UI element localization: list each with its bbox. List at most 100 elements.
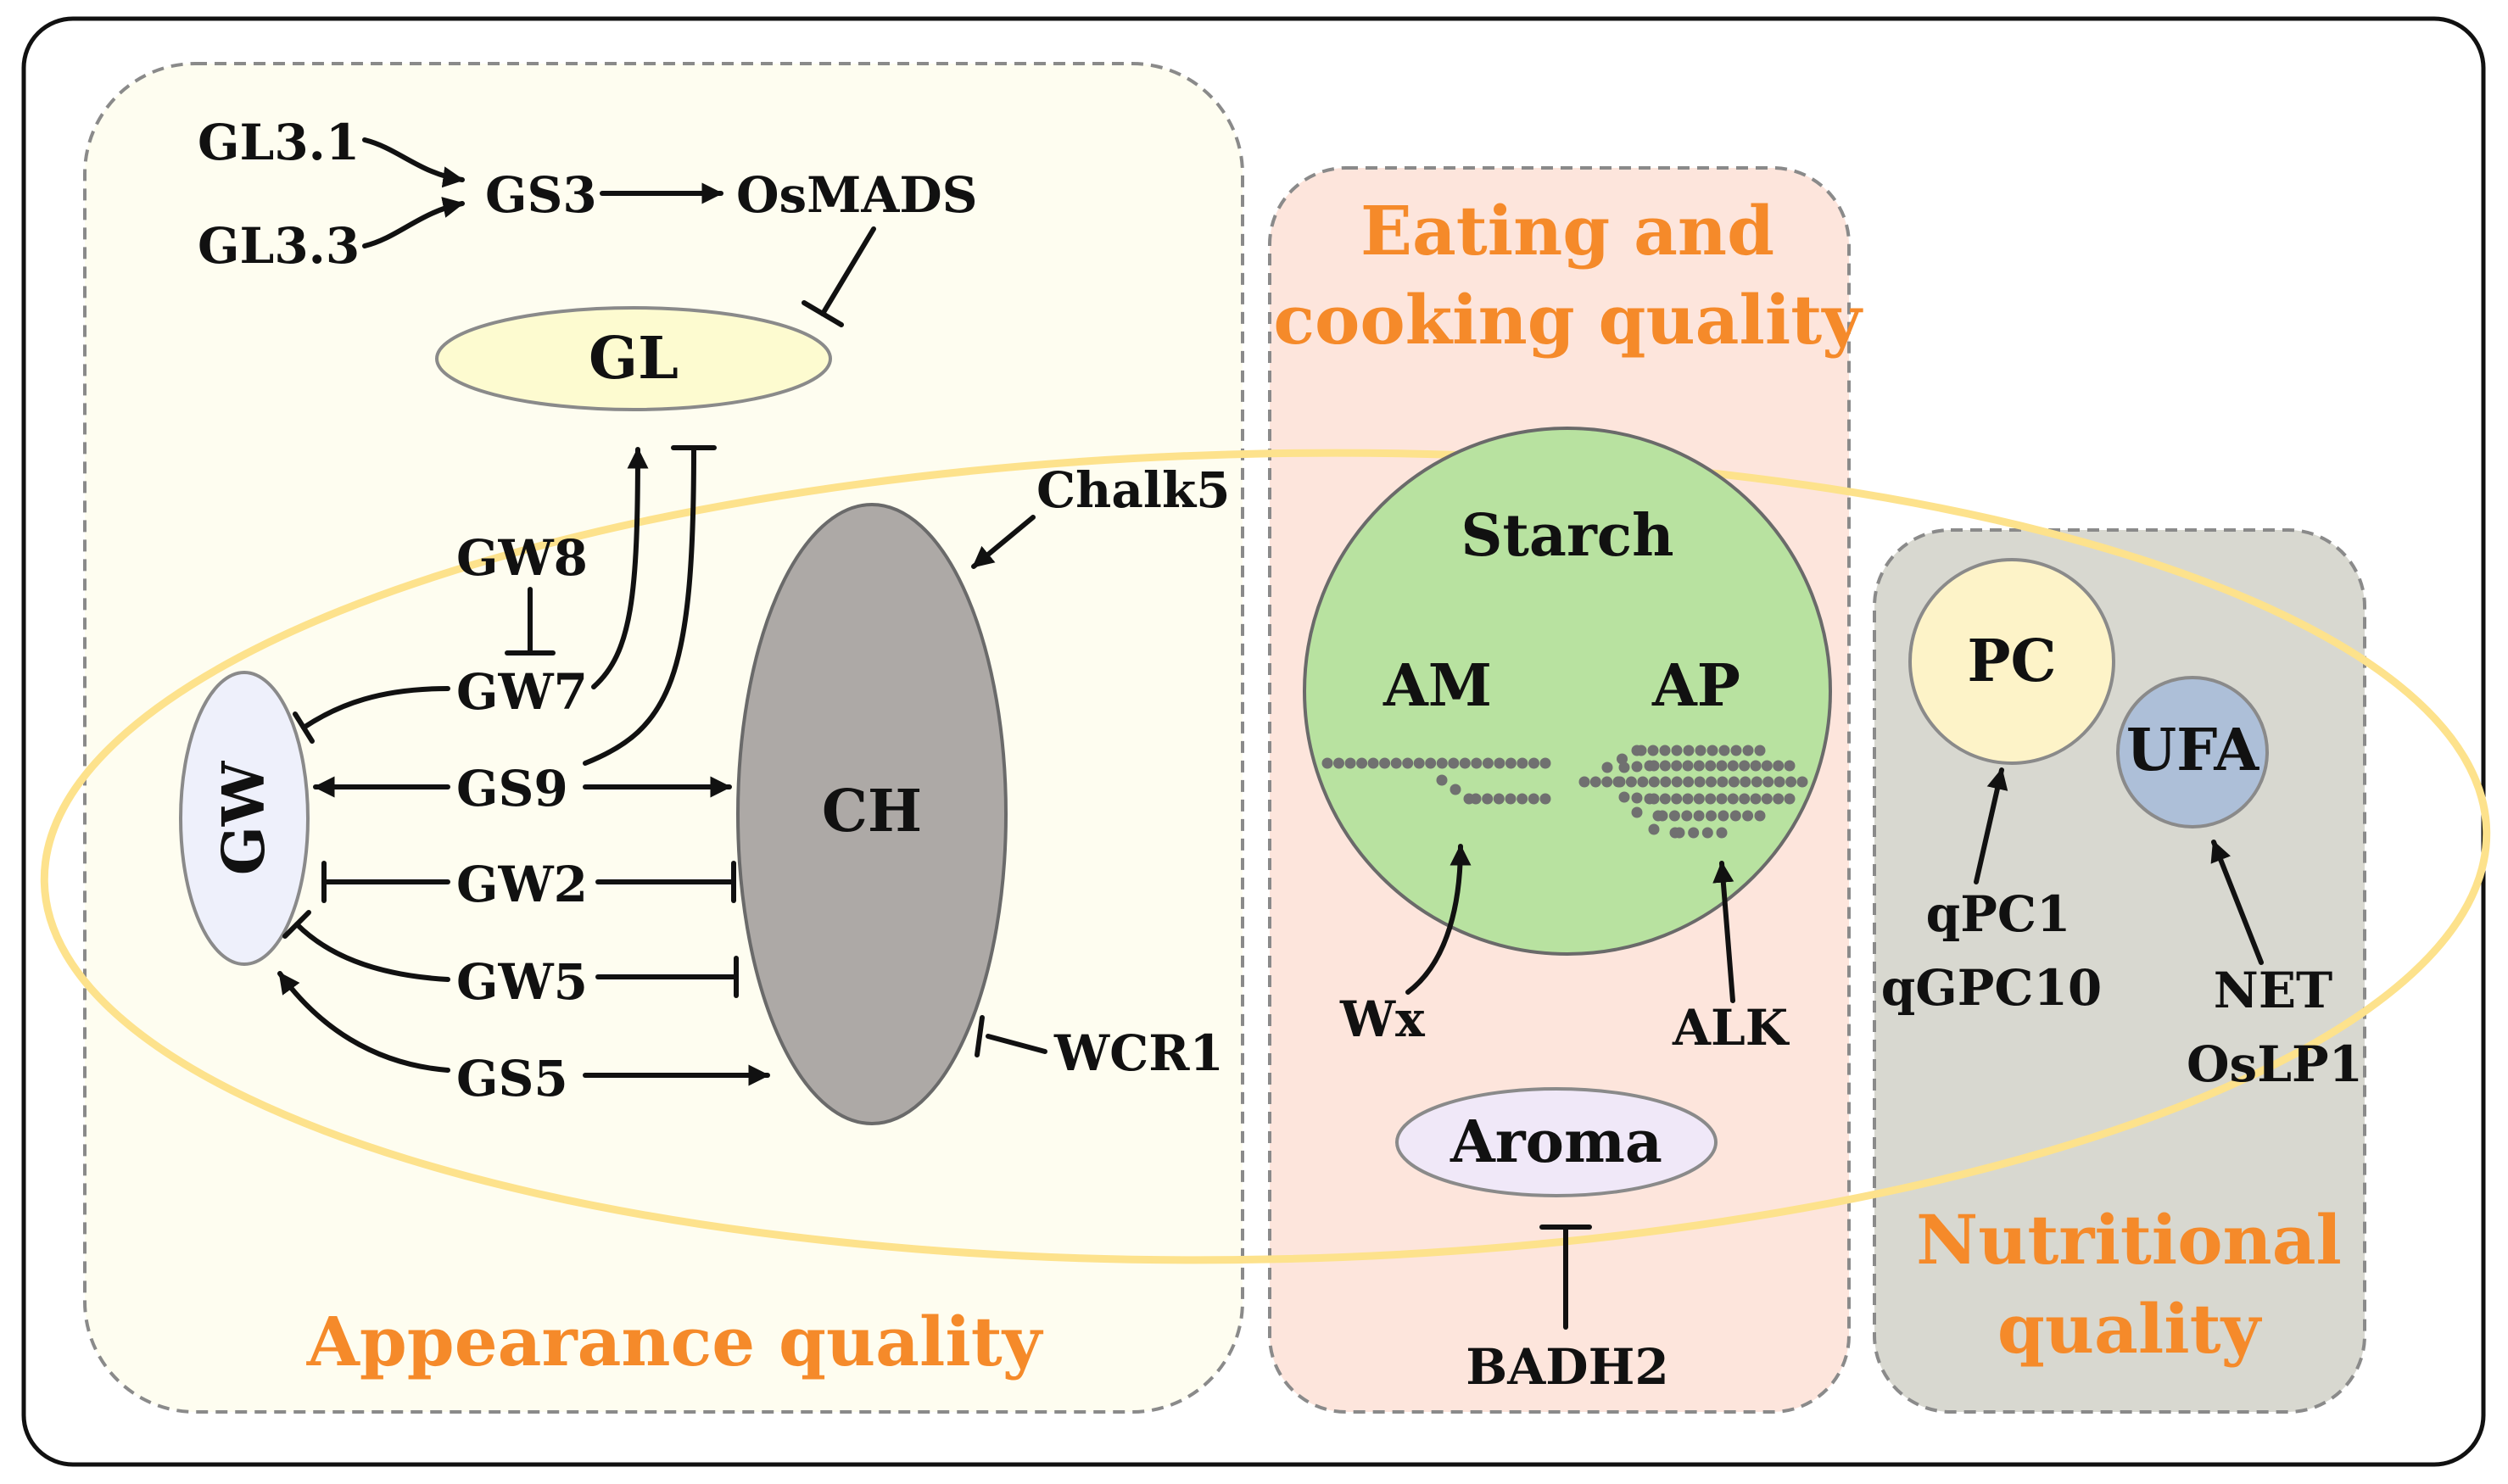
gl-node [435, 306, 832, 411]
glucose-unit [1459, 757, 1471, 769]
glucose-unit [1762, 776, 1774, 788]
amylopectin-chain [1578, 745, 1808, 839]
glucose-unit [1659, 745, 1671, 756]
gene-qgpc10: qGPC10 [1881, 959, 2103, 1017]
gene-gw5: GW5 [456, 953, 588, 1011]
glucose-unit [1693, 810, 1705, 822]
gw-node [179, 671, 310, 966]
glucose-unit [1528, 793, 1539, 805]
glucose-unit [1751, 776, 1762, 788]
glucose-unit [1754, 745, 1766, 756]
glucose-unit [1578, 776, 1590, 788]
edge-chalk5-promotes-ch [971, 515, 1036, 569]
glucose-unit [1742, 745, 1754, 756]
glucose-unit [1614, 776, 1626, 788]
glucose-unit [1682, 793, 1694, 805]
ch-node [736, 503, 1008, 1125]
glucose-unit [1706, 810, 1717, 822]
glucose-unit [1718, 810, 1729, 822]
glucose-unit [1482, 793, 1494, 805]
gene-gw8: GW8 [456, 529, 588, 587]
gene-gs5: GS5 [456, 1050, 568, 1107]
glucose-unit [1784, 793, 1796, 805]
aroma-label: Aroma [1450, 1108, 1662, 1176]
gene-gw7: GW7 [456, 663, 588, 721]
glucose-unit [1539, 793, 1551, 805]
glucose-unit [1617, 753, 1628, 765]
gene-osmads: OsMADS [736, 166, 978, 224]
glucose-unit [1716, 760, 1728, 772]
edge-alk-to-amylopectin [1712, 861, 1735, 1003]
glucose-unit [1688, 827, 1700, 839]
edge-osmads-inhibits-gl [820, 226, 876, 316]
edge-gw5-inhibits-gw-bar [282, 910, 311, 939]
glucose-unit [1631, 792, 1643, 804]
edge-wx-to-amylose [1405, 844, 1472, 995]
pc-node [1908, 558, 2115, 765]
edge-gl31-gs3 [362, 137, 465, 188]
glucose-unit [1494, 757, 1505, 769]
glucose-unit [1728, 776, 1740, 788]
glucose-unit [1671, 760, 1683, 772]
overlap-ring [40, 449, 2491, 1264]
ufa-label: UFA [2126, 717, 2260, 784]
glucose-unit [1648, 776, 1660, 788]
glucose-unit [1671, 776, 1683, 788]
glucose-unit [1740, 776, 1751, 788]
glucose-unit [1750, 760, 1762, 772]
glucose-unit [1635, 745, 1647, 756]
glucose-unit [1681, 810, 1693, 822]
glucose-unit [1761, 760, 1773, 772]
glucose-unit [1470, 793, 1482, 805]
edge-gs5-promotes-gw [277, 971, 450, 1073]
glucose-unit [1379, 757, 1391, 769]
eating-quality-title-line1: Eating and [1360, 191, 1774, 271]
glucose-unit [1659, 793, 1671, 805]
edge-osmads-inhibits-gl-bar [802, 300, 844, 327]
glucose-unit [1402, 757, 1414, 769]
edge-wcr1-inhibits-ch-bar [975, 1015, 985, 1057]
glucose-unit [1601, 776, 1613, 788]
glucose-unit [1648, 823, 1660, 835]
glucose-unit [1390, 757, 1402, 769]
aroma-node [1395, 1087, 1718, 1197]
glucose-unit [1693, 793, 1705, 805]
glucose-unit [1450, 784, 1461, 795]
glucose-unit [1601, 762, 1613, 773]
glucose-unit [1647, 745, 1659, 756]
edge-gw5-inhibits-gw [294, 922, 450, 982]
glucose-unit [1796, 776, 1808, 788]
glucose-unit [1517, 793, 1528, 805]
glucose-unit [1436, 757, 1448, 769]
glucose-unit [1637, 776, 1649, 788]
gene-wx: Wx [1339, 990, 1425, 1048]
starch-node [1303, 427, 1832, 956]
glucose-unit [1356, 757, 1368, 769]
glucose-unit [1705, 760, 1717, 772]
glucose-unit [1671, 745, 1683, 756]
glucose-unit [1618, 762, 1630, 773]
glucose-unit [1739, 760, 1751, 772]
gene-chalk5: Chalk5 [1036, 461, 1231, 519]
glucose-unit [1773, 793, 1785, 805]
edge-gl33-gs3 [362, 197, 465, 248]
ufa-node [2116, 676, 2269, 828]
gene-alk: ALK [1672, 999, 1790, 1057]
glucose-unit [1784, 760, 1796, 772]
glucose-unit [1625, 776, 1637, 788]
gene-gl3-3: GL3.3 [198, 217, 360, 275]
glucose-unit [1668, 810, 1680, 822]
gene-gl3-1: GL3.1 [198, 114, 360, 171]
glucose-unit [1727, 793, 1739, 805]
glucose-unit [1785, 776, 1797, 788]
glucose-unit [1718, 745, 1730, 756]
edge-gs9-inhibits-gl [583, 447, 696, 766]
glucose-unit [1648, 793, 1660, 805]
glucose-unit [1742, 810, 1754, 822]
glucose-unit [1671, 793, 1683, 805]
glucose-unit [1695, 745, 1706, 756]
gene-qpc1: qPC1 [1926, 885, 2071, 943]
gl-label: GL [589, 325, 679, 393]
edge-gw7-inhibits-gw-bar [293, 711, 315, 744]
